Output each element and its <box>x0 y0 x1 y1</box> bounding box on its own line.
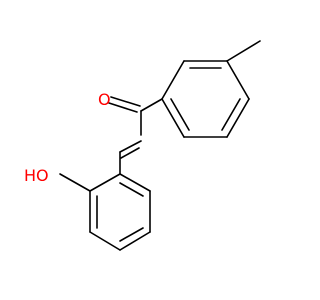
bond <box>226 60 250 100</box>
double-bond <box>221 98 241 131</box>
methyl-bond <box>226 40 261 62</box>
bond <box>140 98 163 112</box>
alkene-bond <box>120 147 140 159</box>
carbonyl-oxygen-label: O <box>98 90 111 109</box>
bond <box>161 98 185 138</box>
bond <box>89 173 121 192</box>
tolyl-ring <box>161 60 250 138</box>
bond <box>119 231 151 251</box>
bond <box>89 231 121 251</box>
hydroxyl-bond <box>59 173 91 192</box>
hydroxyl-label: HO <box>24 166 49 185</box>
bond <box>161 60 185 100</box>
bond <box>226 98 250 138</box>
double-bond <box>119 227 144 242</box>
phenol-ring <box>89 173 151 251</box>
structure-canvas: O HO <box>24 40 261 251</box>
carbonyl-bond <box>108 102 138 113</box>
double-bond <box>170 98 190 131</box>
carbonyl-bond <box>110 96 141 107</box>
double-bond <box>119 182 144 197</box>
bond <box>119 173 151 192</box>
alkene-bond <box>119 140 142 153</box>
chemical-structure: O HO <box>24 40 261 251</box>
